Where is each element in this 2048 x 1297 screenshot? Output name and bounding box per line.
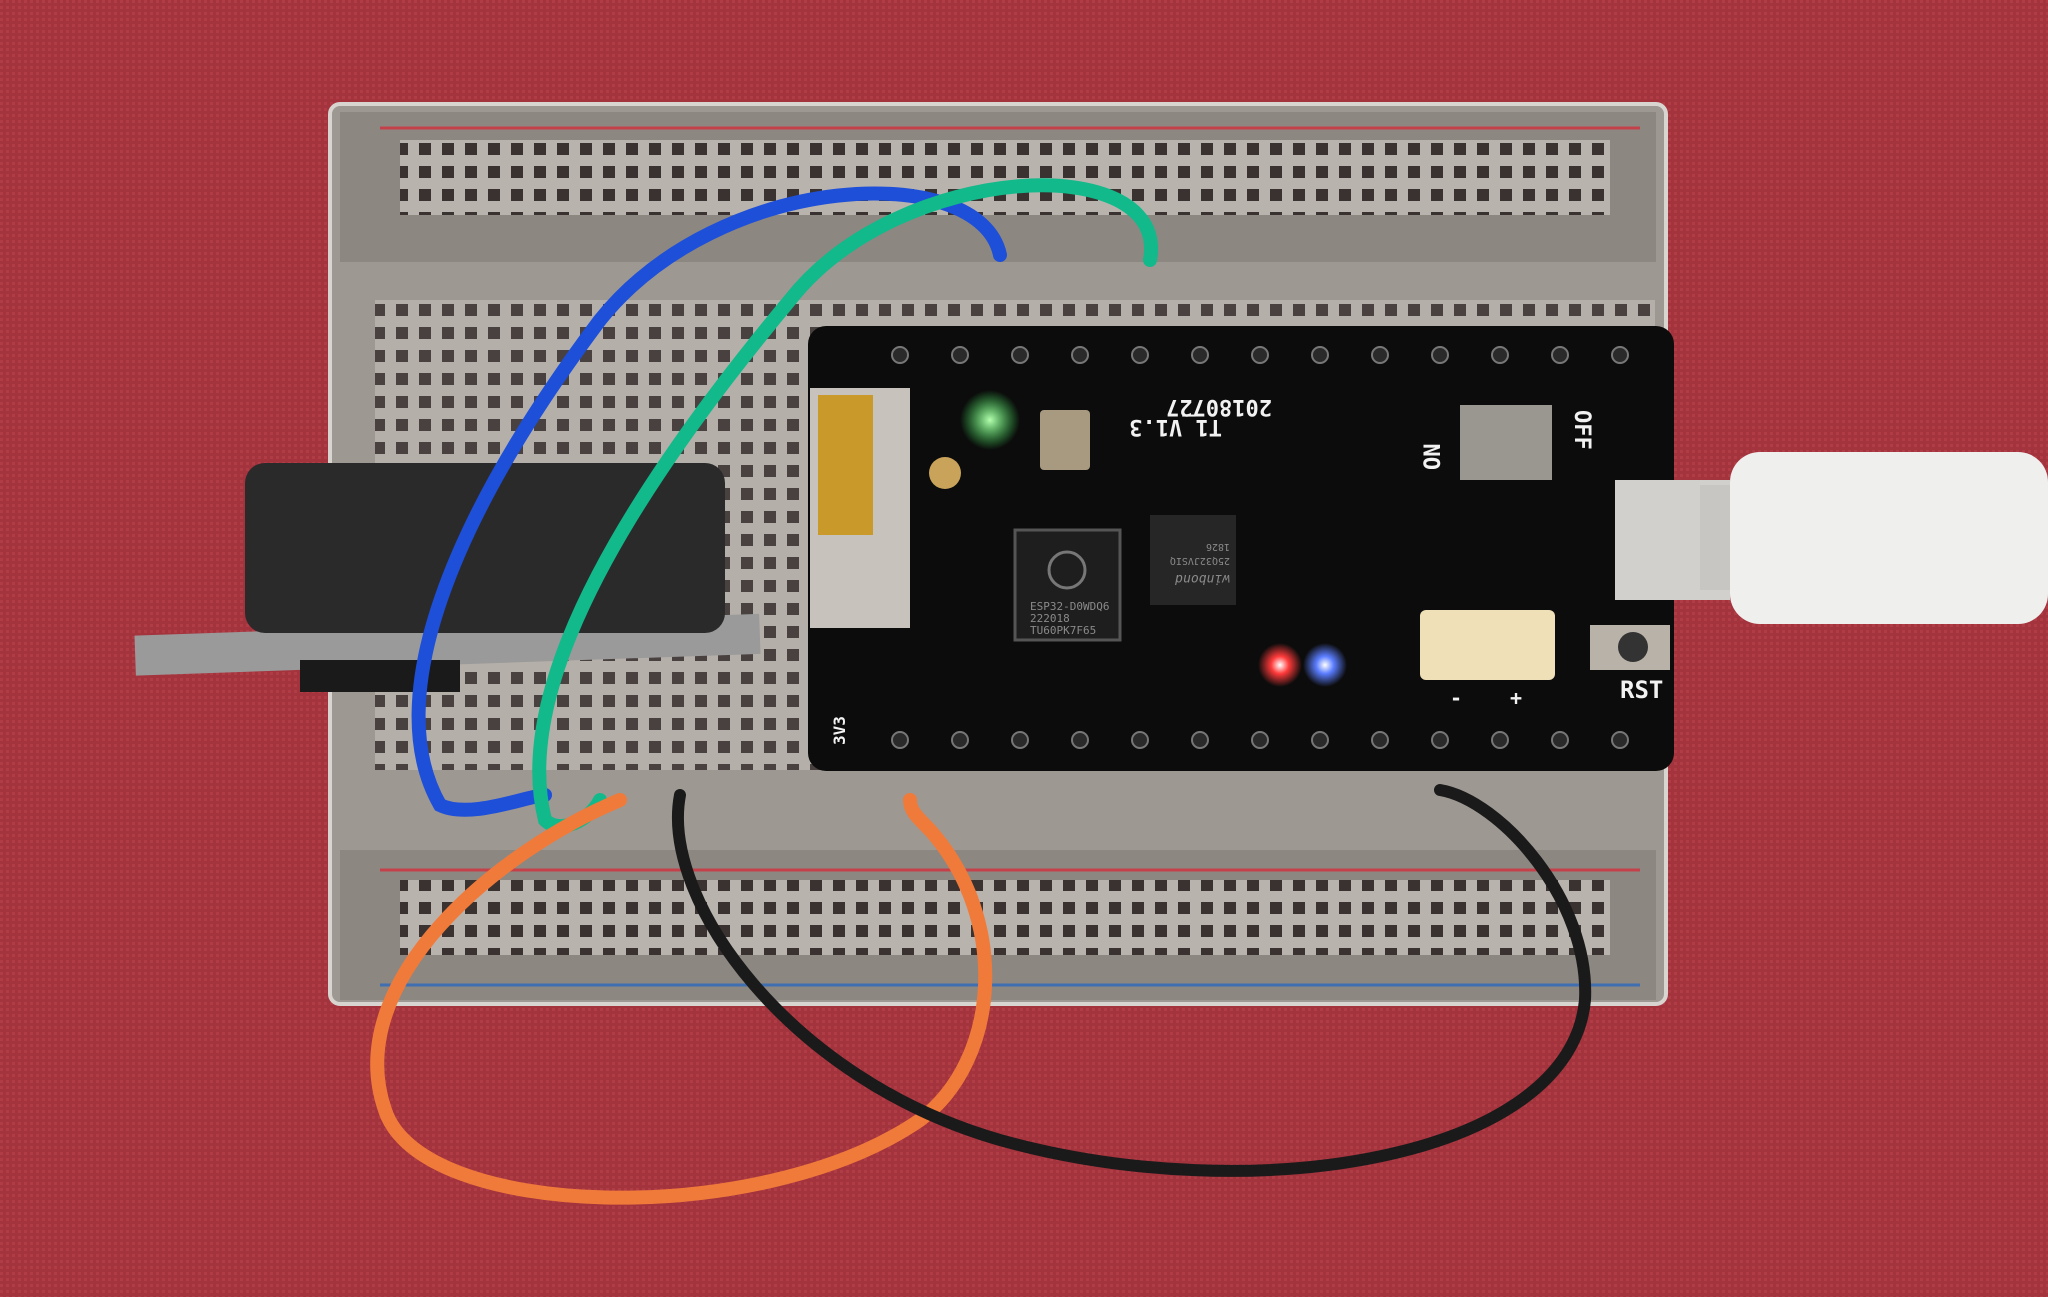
green-led xyxy=(960,390,1020,450)
battery-connector xyxy=(1420,610,1555,680)
reset-label: RST xyxy=(1620,676,1663,704)
red-led xyxy=(1258,643,1302,687)
flash-line2: 1826 xyxy=(1206,541,1230,552)
esp32-board: 3V3 ESP32-D0WDQ6 222018 TU60PK7F65 winbo… xyxy=(808,326,1730,771)
battery-plus-label: + xyxy=(1510,686,1522,710)
jumper-wires xyxy=(370,178,1592,1205)
pin-label-3v3: 3V3 xyxy=(830,716,849,745)
switch-on-label: ON xyxy=(1421,444,1446,471)
board-model-label: T1_V1.3 xyxy=(1129,414,1222,439)
espressif-logo xyxy=(1047,550,1087,590)
crystal xyxy=(1040,410,1090,470)
green-wire xyxy=(532,178,1159,833)
orange-wire xyxy=(370,793,993,1205)
display-module xyxy=(134,463,761,692)
flash-brand: winbond xyxy=(1175,571,1230,586)
ufl-connector xyxy=(929,457,961,489)
flash-chip: winbond 25Q32JVSIQ 1826 xyxy=(1150,515,1236,605)
blue-led xyxy=(1303,643,1347,687)
board-date-label: 20180727 xyxy=(1166,394,1272,419)
black-wire xyxy=(672,784,1592,1177)
bottom-power-rail xyxy=(400,880,1610,955)
esp32-chip: ESP32-D0WDQ6 222018 TU60PK7F65 xyxy=(1013,528,1122,642)
switch-off-label: OFF xyxy=(1569,410,1594,450)
top-power-rail xyxy=(400,140,1610,215)
usb-cable xyxy=(1700,452,2048,624)
mcu-chip-line2: 222018 xyxy=(1030,612,1070,625)
mcu-chip-line1: ESP32-D0WDQ6 xyxy=(1030,600,1109,613)
blue-wire xyxy=(411,186,1007,817)
battery-minus-label: - xyxy=(1450,686,1462,710)
flash-line1: 25Q32JVSIQ xyxy=(1170,555,1230,566)
mcu-chip-line3: TU60PK7F65 xyxy=(1030,624,1096,637)
power-switch[interactable] xyxy=(1460,405,1552,480)
